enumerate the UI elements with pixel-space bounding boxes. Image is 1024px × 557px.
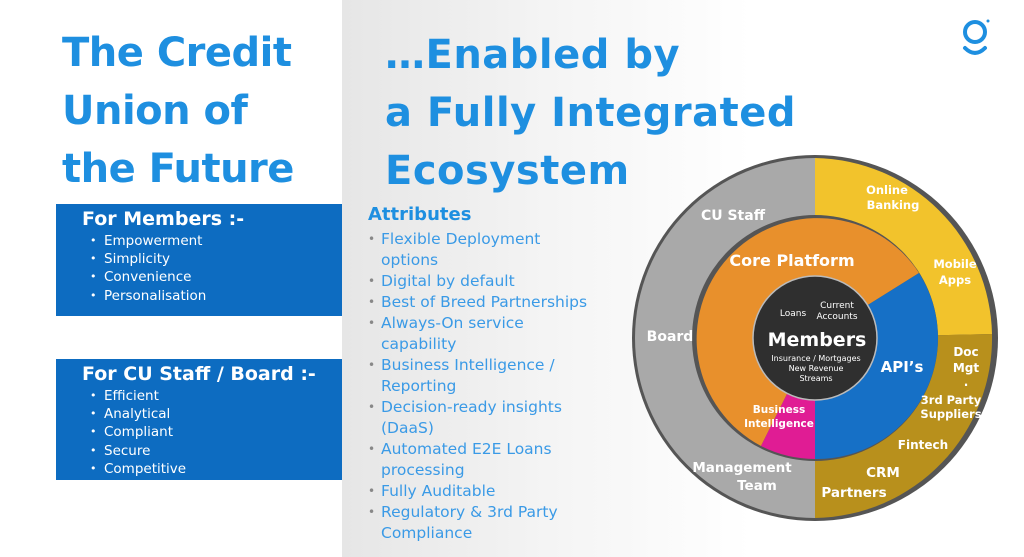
label-crm: CRM xyxy=(866,465,900,481)
right-title-line: Ecosystem xyxy=(385,148,630,194)
members-list: Empowerment Simplicity Convenience Perso… xyxy=(56,232,343,305)
label-partners: Partners xyxy=(821,485,886,501)
label-doc: Doc xyxy=(953,345,978,359)
label-3rd-party: 3rd Party xyxy=(921,393,982,407)
staff-item: Competitive xyxy=(90,460,343,478)
staff-item: Compliant xyxy=(90,423,343,441)
label-current: Current xyxy=(820,301,854,311)
members-item: Simplicity xyxy=(90,250,343,268)
left-title-line: Union of xyxy=(62,88,248,134)
label-business: Business xyxy=(753,404,805,416)
left-panel: The Credit Union of the Future For Membe… xyxy=(0,0,343,557)
label-mgt: Mgt xyxy=(953,361,980,375)
label-insurance-mortgages: Insurance / Mortgages xyxy=(771,354,860,363)
members-core xyxy=(752,275,878,401)
attribute-item: Digital by default xyxy=(368,271,631,292)
right-title: …Enabled by a Fully Integrated Ecosystem xyxy=(385,26,796,200)
members-heading: For Members :- xyxy=(82,208,245,230)
label-management: Management xyxy=(692,460,792,476)
attribute-item: Decision-ready insights(DaaS) xyxy=(368,397,631,439)
label-online: Online xyxy=(866,183,908,197)
members-item: Personalisation xyxy=(90,287,343,305)
g-logo-icon xyxy=(963,19,990,55)
members-item: Empowerment xyxy=(90,232,343,250)
label-cu-staff: CU Staff xyxy=(701,208,766,224)
label-board: Board xyxy=(647,329,694,345)
staff-heading: For CU Staff / Board :- xyxy=(82,363,316,385)
label-dot: . xyxy=(964,375,969,389)
members-box: For Members :- Empowerment Simplicity Co… xyxy=(56,204,343,316)
staff-box: For CU Staff / Board :- Efficient Analyt… xyxy=(56,359,343,480)
members-item: Convenience xyxy=(90,268,343,286)
staff-item: Analytical xyxy=(90,405,343,423)
ecosystem-diagram: CU Staff Board Management Team Online Ba… xyxy=(632,155,998,521)
attributes-heading: Attributes xyxy=(368,204,472,225)
left-title-line: the Future xyxy=(62,146,294,192)
label-new-revenue: New Revenue xyxy=(789,364,844,373)
left-title: The Credit Union of the Future xyxy=(62,24,294,198)
right-title-line: a Fully Integrated xyxy=(385,90,796,136)
label-suppliers: Suppliers xyxy=(920,407,981,421)
right-title-line: …Enabled by xyxy=(385,32,681,78)
label-core-platform: Core Platform xyxy=(729,251,854,270)
staff-list: Efficient Analytical Compliant Secure Co… xyxy=(56,387,343,478)
label-mobile: Mobile xyxy=(933,257,976,271)
staff-item: Secure xyxy=(90,442,343,460)
staff-item: Efficient xyxy=(90,387,343,405)
label-banking: Banking xyxy=(867,198,920,212)
label-fintech: Fintech xyxy=(898,438,948,452)
label-intelligence: Intelligence xyxy=(744,418,814,430)
attribute-item: Fully Auditable xyxy=(368,481,631,502)
label-accounts: Accounts xyxy=(816,312,857,322)
label-streams: Streams xyxy=(799,374,832,383)
left-title-line: The Credit xyxy=(62,30,292,76)
attribute-item: Best of Breed Partnerships xyxy=(368,292,631,313)
label-apps: Apps xyxy=(939,273,971,287)
label-team: Team xyxy=(737,478,777,494)
attribute-item: Business Intelligence /Reporting xyxy=(368,355,631,397)
label-apis: API’s xyxy=(881,358,924,376)
label-members: Members xyxy=(768,329,867,351)
label-loans: Loans xyxy=(780,309,807,319)
